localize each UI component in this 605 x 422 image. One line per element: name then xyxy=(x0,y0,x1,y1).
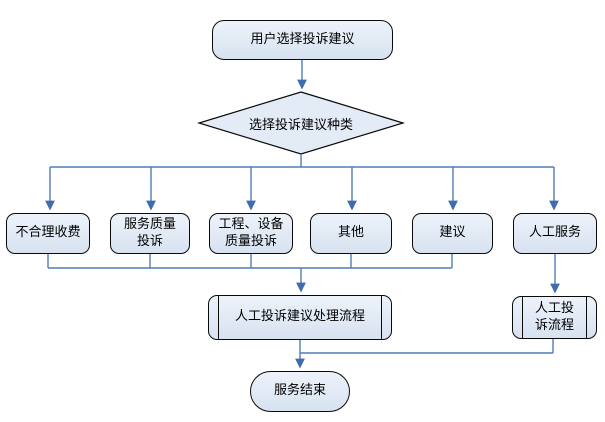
branch-service-quality-complaint: 服务质量 投诉 xyxy=(110,213,190,254)
node-end: 服务结束 xyxy=(250,371,350,412)
branch-other: 其他 xyxy=(310,213,392,254)
branch-unreasonable-fees: 不合理收费 xyxy=(6,213,90,254)
node-start: 用户选择投诉建议 xyxy=(212,20,393,60)
branch-suggestion: 建议 xyxy=(412,213,493,254)
branch-engineering-equipment-complaint: 工程、设备 质量投诉 xyxy=(209,213,293,254)
branch-manual-service: 人工服务 xyxy=(513,213,597,254)
node-decision-label: 选择投诉建议种类 xyxy=(248,117,353,133)
node-manual-complaint-process: 人工投 诉流程 xyxy=(512,296,597,339)
node-manual-complaint-suggestion-process: 人工投诉建议处理流程 xyxy=(208,295,392,340)
